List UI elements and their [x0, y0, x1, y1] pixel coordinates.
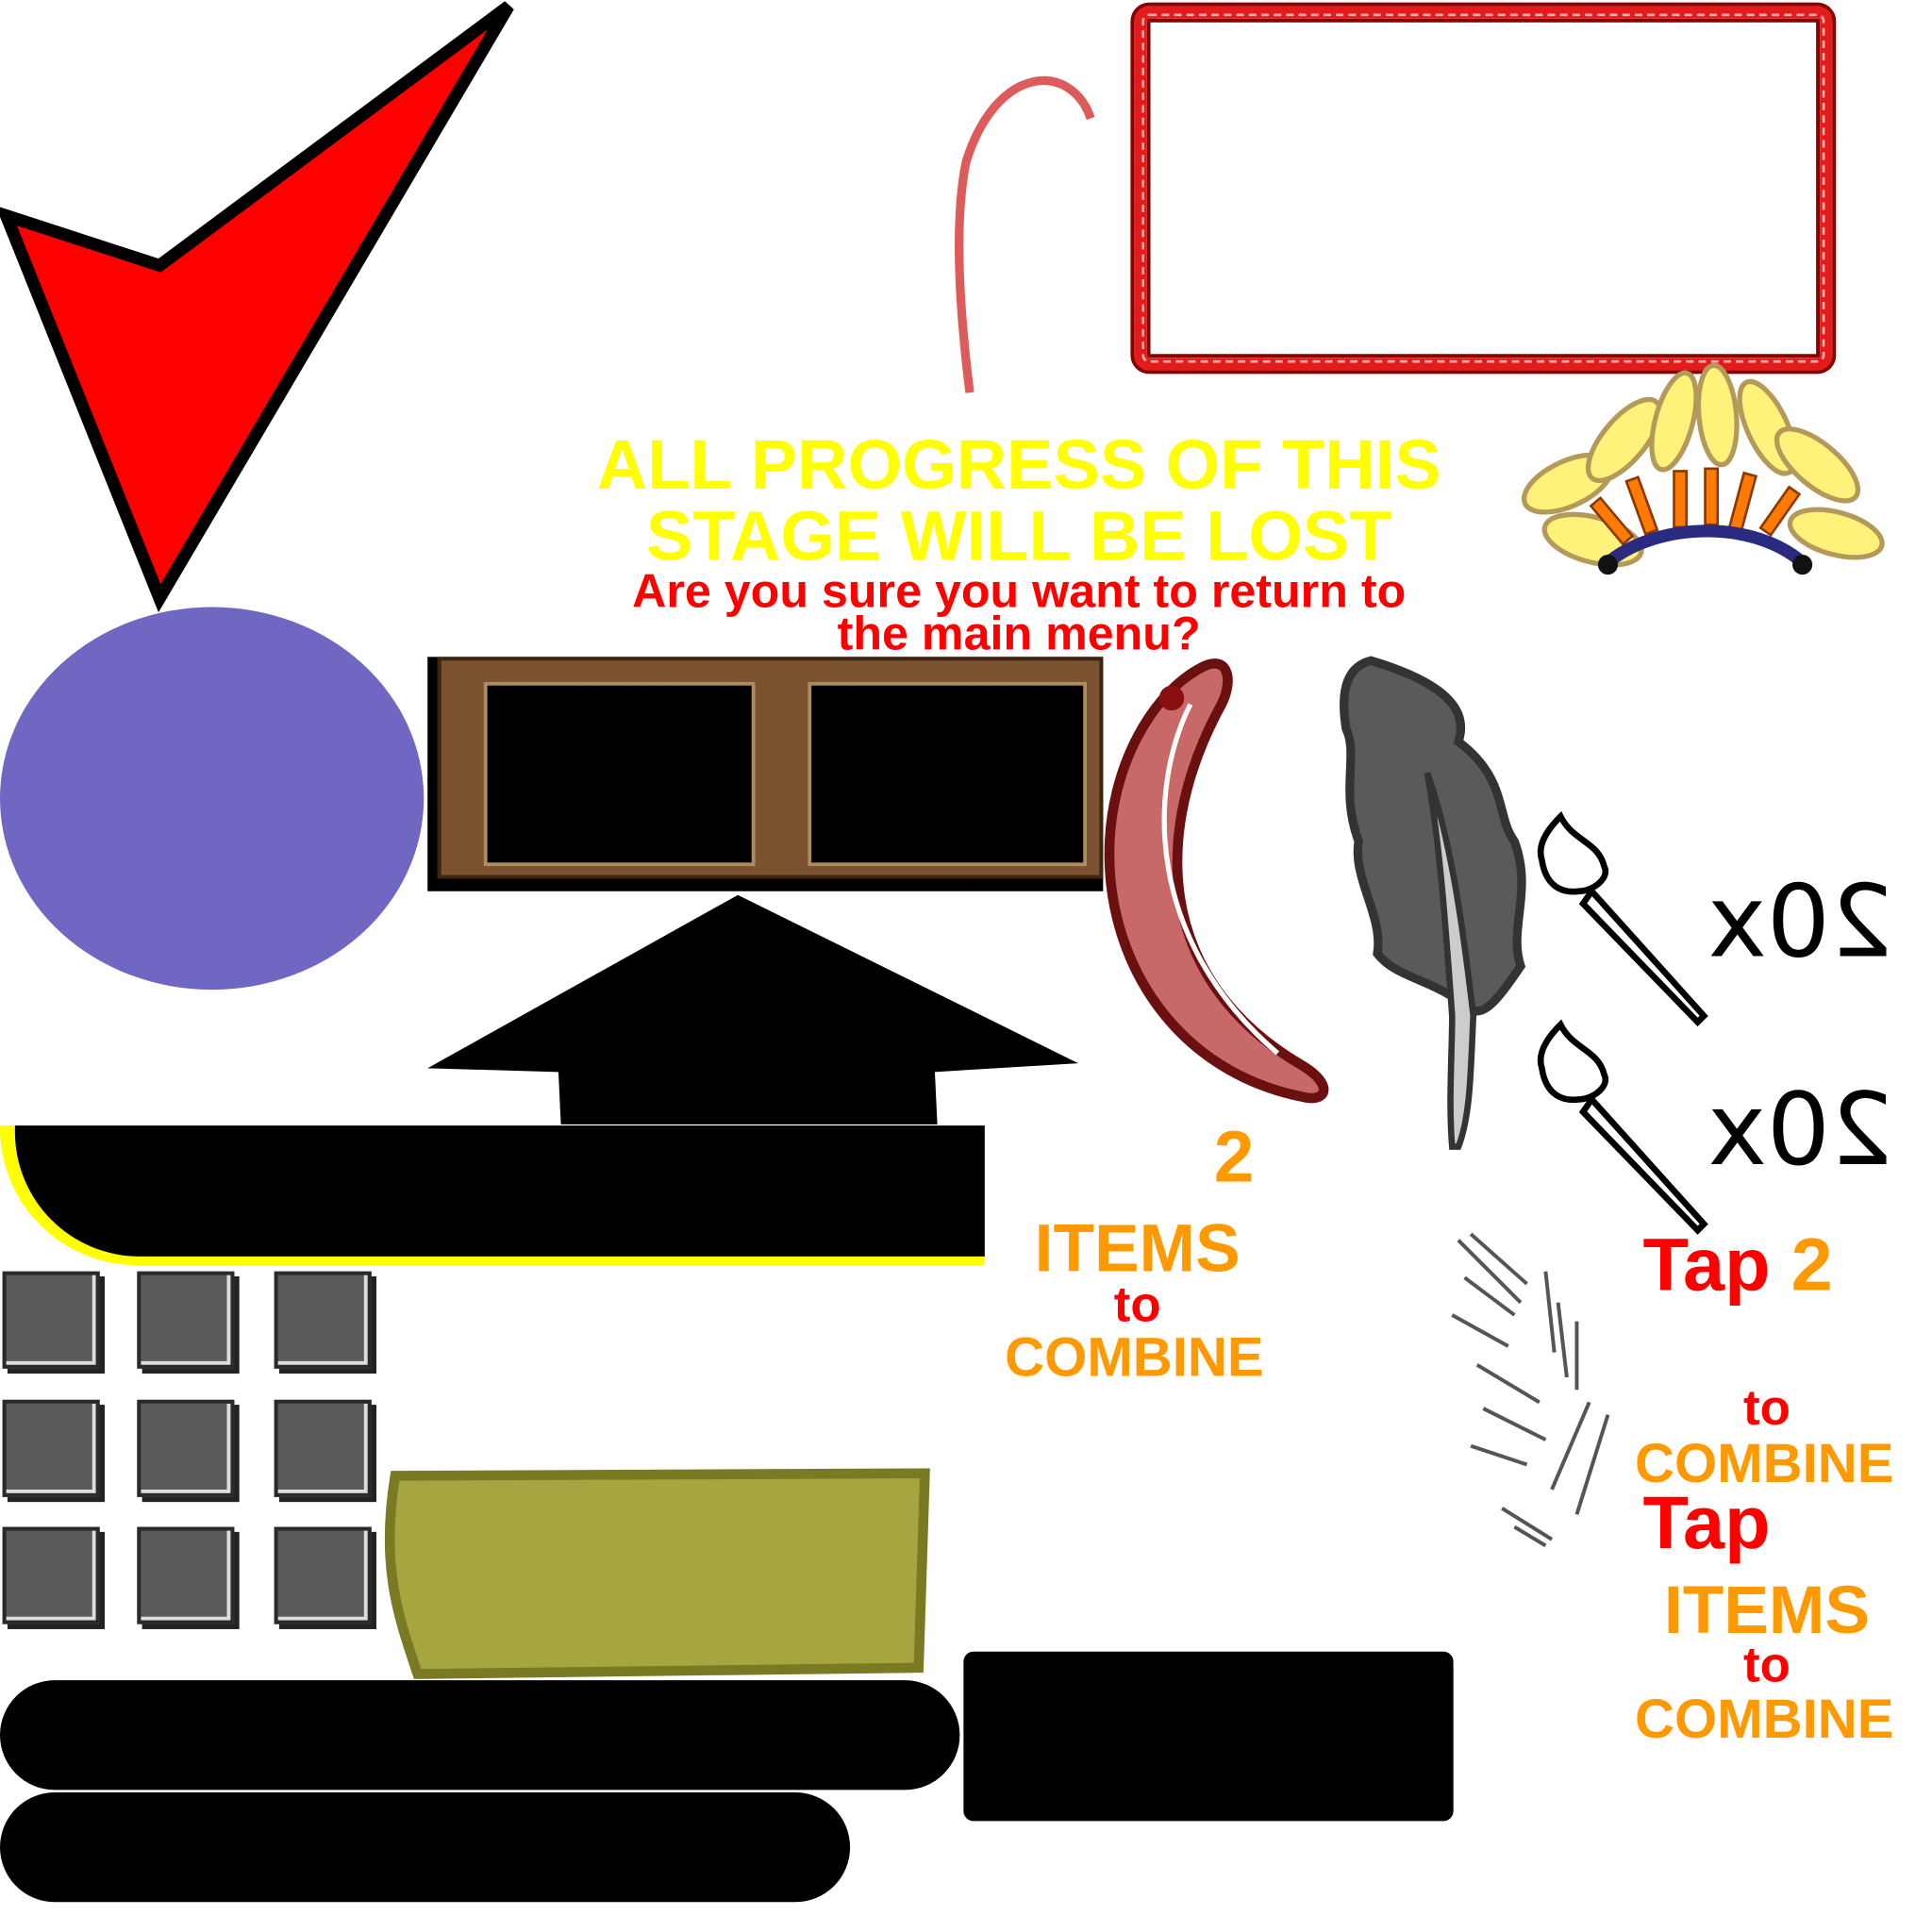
inventory-slot[interactable]: [137, 1526, 235, 1624]
inventory-slot[interactable]: [2, 1271, 100, 1369]
hint-b-combine: COMBINE: [1635, 1689, 1894, 1751]
paintbrush-icon: [1537, 810, 1708, 1027]
question-text-line1: Are you sure you want to return to: [632, 565, 1407, 619]
frame-window-right: [808, 681, 1088, 867]
hint-a-count: 2: [1790, 1223, 1833, 1307]
hint-a-to: to: [1742, 1381, 1790, 1437]
hint-a-tap: Tap 2: [1642, 1227, 1832, 1302]
hint-b-to: to: [1742, 1638, 1790, 1693]
black-pill-button-2[interactable]: [0, 1792, 851, 1903]
inventory-slot[interactable]: [2, 1399, 100, 1497]
hint-b-items: ITEMS: [1663, 1573, 1870, 1648]
horn-icon: [1104, 658, 1329, 1104]
inventory-slot[interactable]: [274, 1399, 372, 1497]
hint-count: 2: [1213, 1116, 1255, 1198]
hint-combine: COMBINE: [1005, 1327, 1264, 1389]
arc-stroke: [955, 75, 1095, 393]
question-text-line2: the main menu?: [837, 608, 1201, 661]
headdress-icon: [1521, 362, 1885, 575]
brush-multiplier-1: 20x: [1707, 863, 1894, 980]
feather-sketch-icon: [1451, 1232, 1610, 1548]
hint-items: ITEMS: [1034, 1211, 1241, 1287]
olive-banner: [384, 1468, 930, 1679]
arrow-up-icon: [427, 894, 1078, 1124]
rope-frame: [1134, 6, 1833, 371]
black-pill-button-1[interactable]: [0, 1680, 960, 1790]
paintbrush-icon: [1537, 1019, 1708, 1235]
feather-icon: [1340, 656, 1526, 1150]
inventory-slot[interactable]: [2, 1526, 100, 1624]
black-panel: [963, 1651, 1454, 1822]
warning-text-line1: ALL PROGRESS OF THIS: [596, 425, 1441, 504]
warning-text-line2: STAGE WILL BE LOST: [645, 495, 1392, 575]
wooden-frame: [427, 657, 1104, 891]
brush-multiplier-2: 20x: [1707, 1072, 1894, 1189]
hint-a-tap-word: Tap: [1642, 1223, 1771, 1307]
inventory-slot[interactable]: [274, 1526, 372, 1624]
hint-to: to: [1113, 1277, 1161, 1333]
inventory-slot[interactable]: [137, 1271, 235, 1369]
inventory-slot[interactable]: [274, 1271, 372, 1369]
frame-window-left: [483, 681, 756, 867]
inventory-slot[interactable]: [137, 1399, 235, 1497]
hint-b-tap: Tap: [1642, 1480, 1771, 1565]
purple-circle-button[interactable]: [0, 607, 425, 991]
checkmark-icon: [0, 1, 514, 613]
title-bar: [0, 1125, 985, 1266]
hint-a-combine: COMBINE: [1635, 1433, 1894, 1495]
